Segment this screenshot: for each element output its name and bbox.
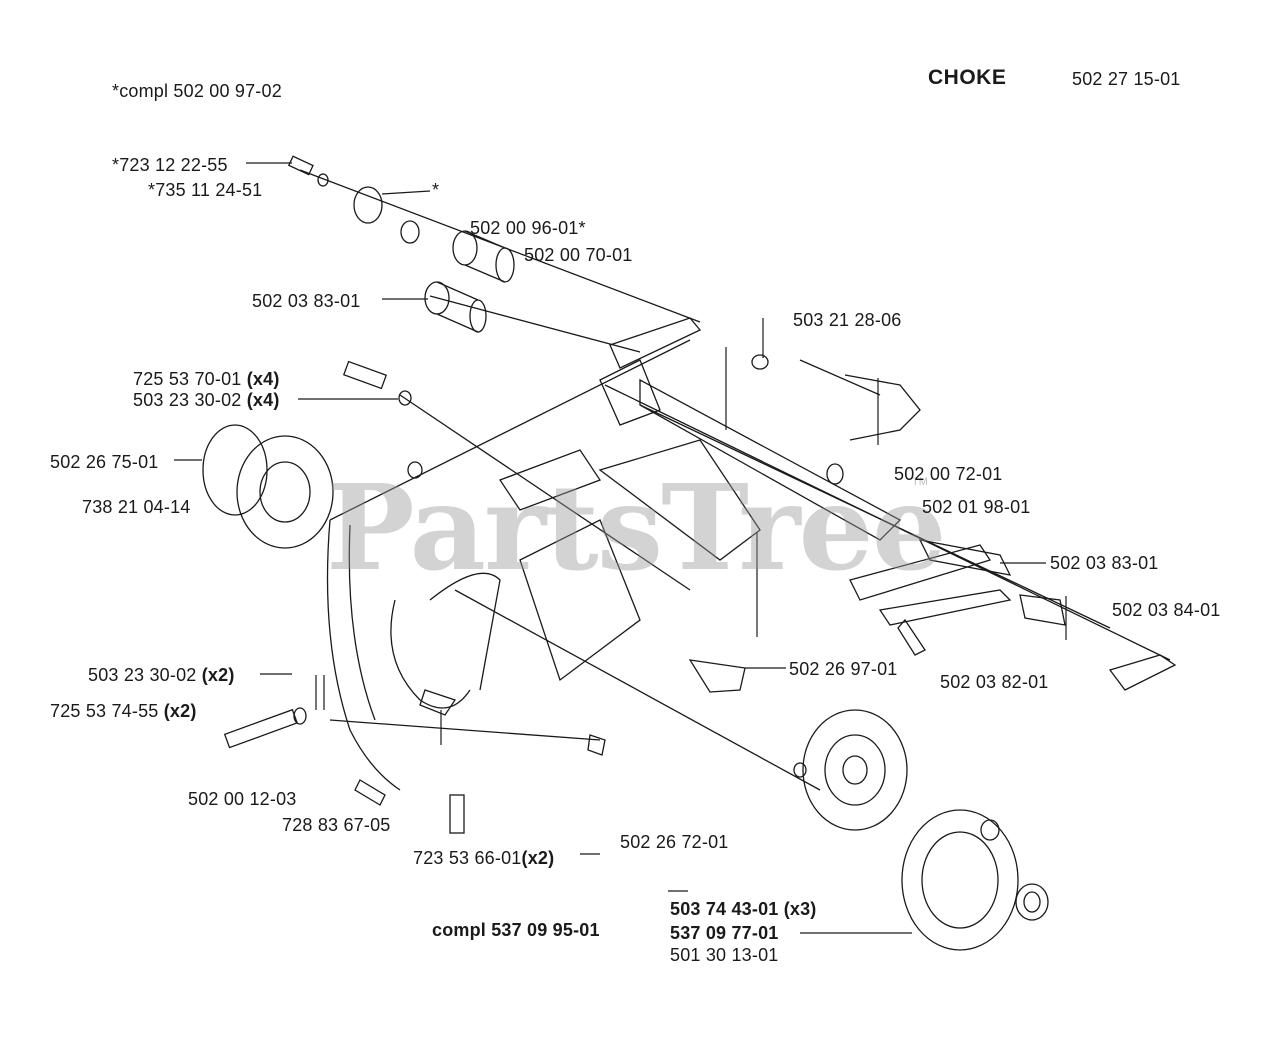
choke-part-number: 502 27 15-01 bbox=[1072, 69, 1181, 89]
part-label-502-00-96-01: 502 00 96-01* bbox=[470, 218, 586, 238]
top-fasteners bbox=[287, 155, 515, 333]
part-label-725-53-74-55: 725 53 74-55 (x2) bbox=[50, 701, 197, 721]
part-label-502-00-70-01: 502 00 70-01 bbox=[524, 245, 633, 265]
leader-lines bbox=[174, 162, 1067, 934]
part-label-728-83-67-05: 728 83 67-05 bbox=[282, 815, 391, 835]
part-label-502-03-82-01: 502 03 82-01 bbox=[940, 672, 1049, 692]
choke-title: CHOKE bbox=[928, 66, 1007, 89]
part-label-723-53-66-01: 723 53 66-01(x2) bbox=[413, 848, 555, 868]
watermark: PartsTree bbox=[326, 458, 947, 597]
part-label-502-01-98-01: 502 01 98-01 bbox=[922, 497, 1031, 517]
part-label-735-11-24-51: *735 11 24-51 bbox=[148, 180, 263, 200]
choke-assembly bbox=[599, 317, 921, 541]
part-label-star: * bbox=[432, 180, 440, 200]
compl-bottom-label: compl 537 09 95-01 bbox=[432, 920, 600, 940]
part-label-502-03-84-01: 502 03 84-01 bbox=[1112, 600, 1221, 620]
part-label-503-23-30-02-x2: 503 23 30-02 (x2) bbox=[88, 665, 235, 685]
part-label-502-00-12-03: 502 00 12-03 bbox=[188, 789, 297, 809]
part-label-537-09-77-01: 537 09 77-01 bbox=[670, 923, 779, 943]
part-label-738-21-04-14: 738 21 04-14 bbox=[82, 497, 191, 517]
throttle-parts bbox=[849, 539, 1177, 691]
part-label-501-30-13-01: 501 30 13-01 bbox=[670, 945, 779, 965]
carburetor-body bbox=[326, 439, 761, 791]
part-label-502-03-83-01-left: 502 03 83-01 bbox=[252, 291, 361, 311]
part-label-502-26-75-01: 502 26 75-01 bbox=[50, 452, 159, 472]
left-fasteners bbox=[202, 360, 423, 549]
lower-screws bbox=[223, 707, 465, 834]
part-label-502-03-83-01-right: 502 03 83-01 bbox=[1050, 553, 1159, 573]
shaft-lines bbox=[299, 169, 1171, 791]
part-label-723-12-22-55: *723 12 22-55 bbox=[112, 155, 228, 175]
part-label-503-23-30-02-x4: 503 23 30-02 (x4) bbox=[133, 390, 280, 410]
compl-top-label: *compl 502 00 97-02 bbox=[112, 81, 282, 101]
part-label-725-53-70-01: 725 53 70-01 (x4) bbox=[133, 369, 280, 389]
part-label-503-21-28-06: 503 21 28-06 bbox=[793, 310, 902, 330]
part-label-503-74-43-01: 503 74 43-01 (x3) bbox=[670, 899, 817, 919]
watermark-trademark: TM bbox=[912, 476, 928, 488]
part-label-502-00-72-01: 502 00 72-01 bbox=[894, 464, 1003, 484]
part-label-502-26-97-01: 502 26 97-01 bbox=[789, 659, 898, 679]
part-label-502-26-72-01: 502 26 72-01 bbox=[620, 832, 729, 852]
pump-cover bbox=[793, 709, 1049, 951]
